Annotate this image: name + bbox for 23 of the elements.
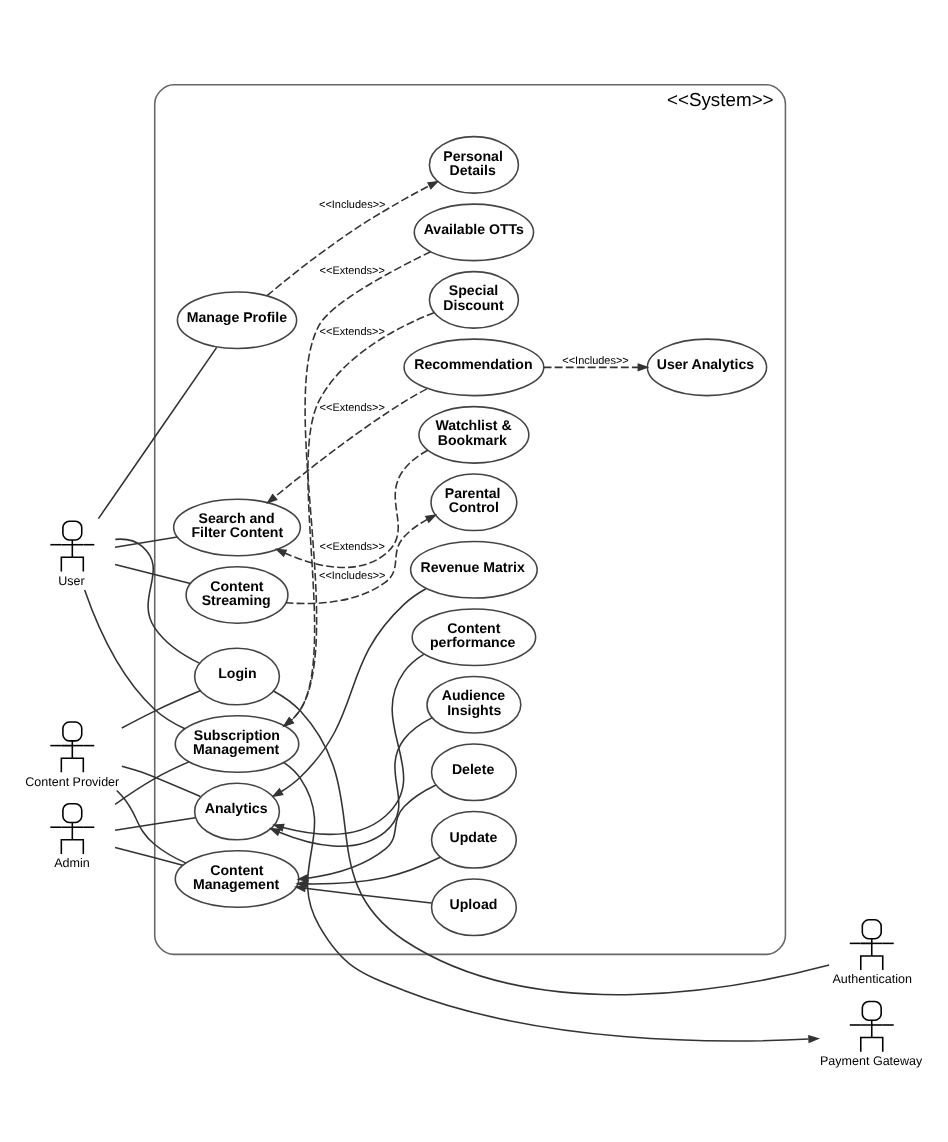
arrow (268, 717, 433, 848)
connector (114, 538, 201, 664)
connector (114, 563, 192, 585)
connector (114, 761, 190, 806)
connector (114, 536, 179, 549)
connector (114, 846, 184, 866)
arrow (543, 363, 650, 372)
connector (121, 690, 201, 729)
connector (114, 816, 197, 832)
connector (97, 346, 218, 520)
arrow (272, 653, 425, 835)
arrow (274, 449, 429, 569)
arrow (285, 514, 438, 605)
connector (83, 589, 186, 730)
arrow (266, 388, 428, 505)
arrow (296, 784, 437, 883)
arrow (283, 761, 821, 1044)
connector (115, 789, 187, 864)
connector (272, 690, 830, 996)
arrow (266, 180, 440, 297)
arrow (295, 856, 442, 888)
arrow (271, 588, 427, 798)
connector (121, 765, 202, 798)
